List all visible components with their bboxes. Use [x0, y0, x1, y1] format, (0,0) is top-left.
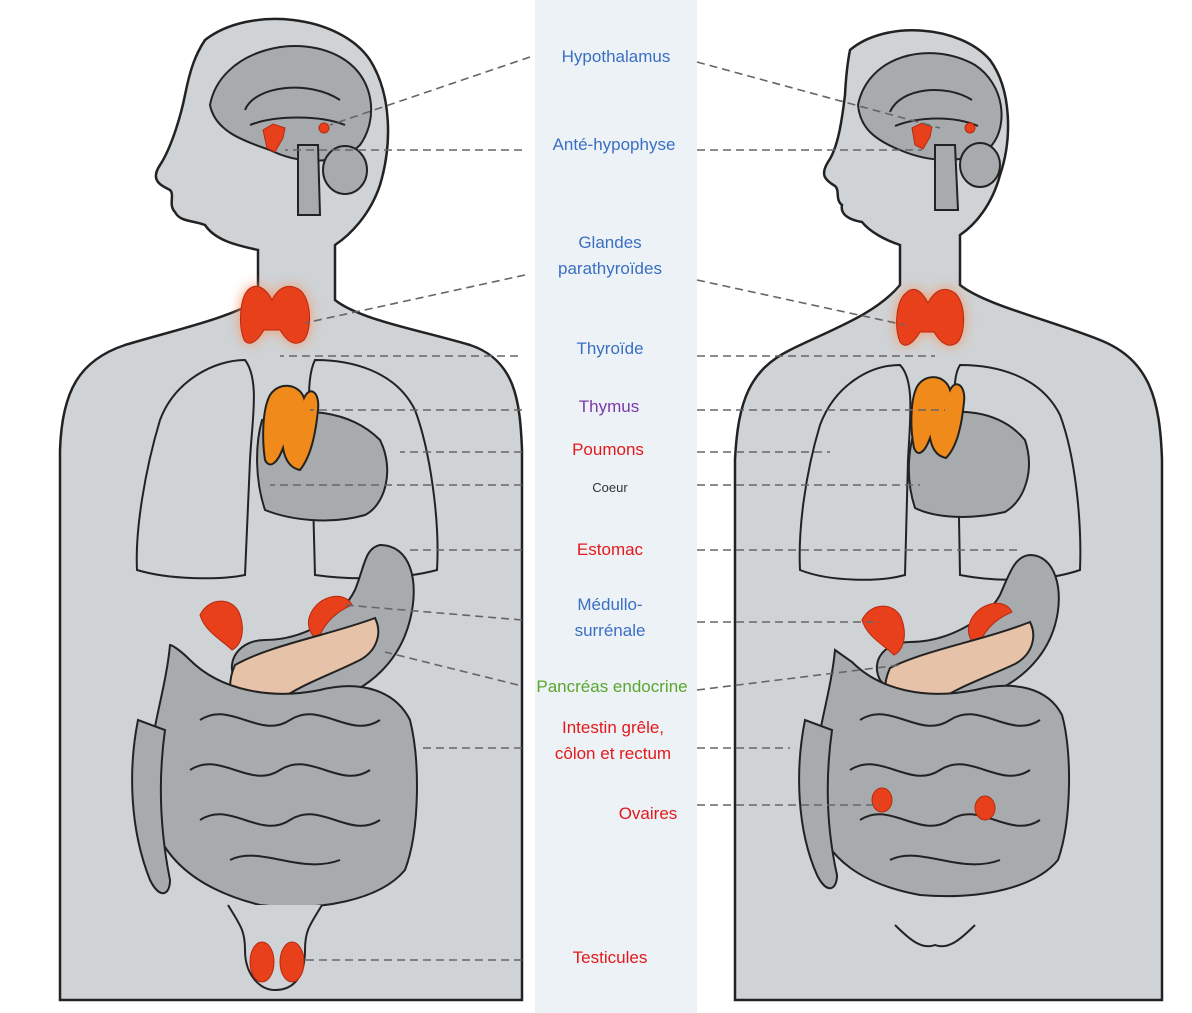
label-estomac: Estomac	[510, 537, 710, 563]
label-parathyroides: Glandes parathyroïdes	[510, 230, 710, 282]
male-testicule-left-icon	[250, 942, 274, 982]
label-ante-hypophyse: Anté-hypophyse	[514, 132, 714, 158]
male-cerebellum	[323, 146, 367, 194]
label-hypothalamus: Hypothalamus	[516, 44, 716, 70]
male-brainstem	[298, 145, 320, 215]
male-hypothalamus-icon	[319, 123, 329, 133]
label-thymus: Thymus	[509, 394, 709, 420]
female-hypothalamus-icon	[965, 123, 975, 133]
female-cerebellum	[960, 143, 1000, 187]
male-testicule-right-icon	[280, 942, 304, 982]
female-figure	[735, 30, 1162, 1000]
label-intestin: Intestin grêle, côlon et rectum	[513, 715, 713, 767]
female-ovaire-right-icon	[975, 796, 995, 820]
label-poumons: Poumons	[508, 437, 708, 463]
label-testicules: Testicules	[510, 945, 710, 971]
female-brainstem	[935, 145, 958, 210]
female-ovaire-left-icon	[872, 788, 892, 812]
label-ovaires: Ovaires	[548, 801, 748, 827]
label-thyroide: Thyroïde	[510, 336, 710, 362]
label-medullo-surrenale: Médullo- surrénale	[510, 592, 710, 644]
label-pancreas-endocrine: Pancréas endocrine	[512, 674, 712, 700]
label-coeur: Coeur	[510, 475, 710, 501]
male-figure	[60, 19, 522, 1000]
